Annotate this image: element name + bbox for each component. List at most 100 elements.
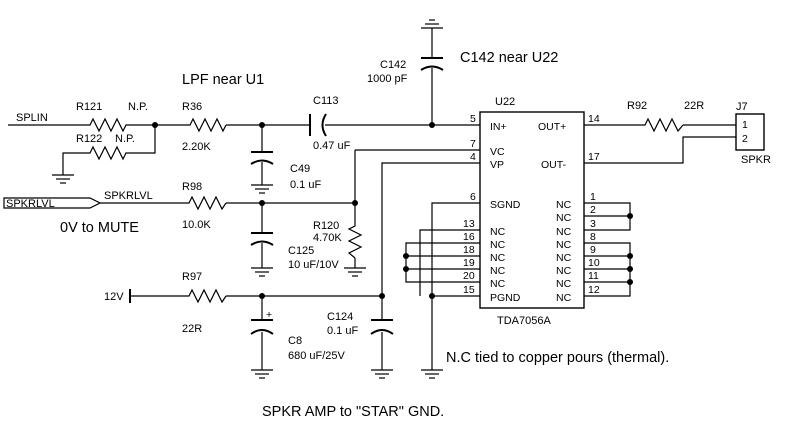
junction-dot (379, 293, 385, 299)
j7-pin2: 2 (742, 133, 748, 145)
ground-icon (251, 184, 273, 194)
capacitor-c125 (250, 232, 274, 246)
pin-number: 10 (588, 257, 600, 269)
pin-number: 5 (470, 113, 476, 125)
note-mute: 0V to MUTE (60, 220, 139, 236)
capacitor-c124 (370, 319, 394, 335)
u22-part: TDA7056A (497, 315, 551, 327)
pin-name: NC (490, 239, 506, 251)
c124-ref: C124 (327, 311, 353, 323)
c113-val: 0.47 uF (313, 140, 351, 152)
pin-number: 15 (463, 284, 475, 296)
pin-number: 12 (588, 284, 600, 296)
junction-dot (627, 253, 633, 259)
r36-val: 2.20K (182, 141, 211, 153)
capacitor-c142 (420, 57, 444, 71)
c8-val: 680 uF/25V (288, 350, 346, 362)
r92-val: 22R (684, 100, 704, 112)
c49-ref: C49 (290, 163, 310, 175)
u22-right-pins: 14 OUT+ 17 OUT- 1 NC 2 NC 3 NC 8 NC 9 NC… (538, 113, 600, 304)
pin-name: OUT+ (538, 121, 566, 133)
pin-number: 9 (590, 244, 596, 256)
junction-dot (429, 122, 435, 128)
capacitor-c113 (309, 113, 327, 137)
c142-ref: C142 (380, 59, 406, 71)
ground-icon (371, 369, 393, 379)
pin-number: 17 (588, 151, 600, 163)
wires (8, 28, 736, 370)
pin-name: NC (490, 252, 506, 264)
ground-icon (52, 174, 74, 184)
pin-number: 11 (588, 270, 599, 282)
r98-ref: R98 (182, 181, 202, 193)
r98-val: 10.0K (182, 219, 211, 231)
junction-dot (152, 122, 158, 128)
junction-dot (352, 200, 358, 206)
junction-dot (429, 293, 435, 299)
pin-number: 3 (590, 218, 596, 230)
pin-name: NC (556, 239, 572, 251)
ic-u22-body (479, 111, 585, 309)
j7-pin1: 1 (742, 119, 748, 131)
pin-name: PGND (490, 292, 521, 304)
ground-icon (344, 267, 366, 277)
r120-val: 4.70K (313, 232, 342, 244)
pin-name: NC (556, 252, 572, 264)
net-label-spkrlvl: SPKRLVL (104, 190, 153, 202)
pin-number: 7 (470, 138, 476, 150)
resistor-r98 (185, 195, 227, 211)
note-lpf: LPF near U1 (182, 72, 264, 88)
pin-number: 16 (463, 231, 475, 243)
junction-dot (403, 253, 409, 259)
pin-number: 8 (590, 231, 596, 243)
junction-dot (259, 122, 265, 128)
pin-name: NC (556, 226, 572, 238)
pin-number: 6 (470, 191, 476, 203)
junction-dot (627, 266, 633, 272)
c49-val: 0.1 uF (290, 179, 321, 191)
r97-ref: R97 (182, 271, 202, 283)
junction-dot (403, 266, 409, 272)
junction-dot (627, 213, 633, 219)
c124-val: 0.1 uF (327, 325, 358, 337)
pin-number: 1 (590, 191, 596, 203)
r120-ref: R120 (313, 220, 339, 232)
pin-name: VC (490, 146, 505, 158)
spkrlvl-port-label: SPKRLVL (6, 198, 55, 210)
resistor-r122 (84, 145, 130, 161)
pin-name: IN+ (490, 121, 507, 133)
pin-number: 13 (463, 218, 475, 230)
note-c142-near: C142 near U22 (460, 50, 558, 66)
pin-name: NC (490, 265, 506, 277)
junctions (152, 122, 633, 299)
pin-name: NC (490, 226, 506, 238)
pin-name: NC (556, 212, 572, 224)
pin-number: 18 (463, 244, 475, 256)
junction-dot (259, 293, 265, 299)
junction-dot (259, 200, 265, 206)
ground-icon (251, 267, 273, 277)
pin-name: OUT- (541, 159, 567, 171)
c8-ref: C8 (288, 335, 302, 347)
resistor-r120 (347, 222, 363, 259)
ground-icon (251, 369, 273, 379)
r97-val: 22R (182, 323, 202, 335)
net-label-splin: SPLIN (16, 112, 48, 124)
pin-number: 2 (590, 204, 596, 216)
r92-ref: R92 (627, 100, 647, 112)
c125-val: 10 uF/10V (288, 259, 339, 271)
note-star-gnd: SPKR AMP to "STAR" GND. (262, 404, 444, 420)
resistor-r92 (640, 117, 684, 133)
r122-ref: R122 (76, 133, 102, 145)
c125-ref: C125 (288, 245, 314, 257)
c8-polarity-mark: + (266, 309, 272, 321)
resistor-r121 (84, 117, 130, 133)
resistor-r97 (185, 288, 227, 304)
c113-ref: C113 (313, 95, 338, 107)
j7-ref: J7 (736, 101, 748, 113)
pin-number: 4 (470, 151, 476, 163)
r122-val: N.P. (115, 133, 135, 145)
pin-name: VP (490, 159, 504, 171)
pin-name: NC (490, 278, 506, 290)
